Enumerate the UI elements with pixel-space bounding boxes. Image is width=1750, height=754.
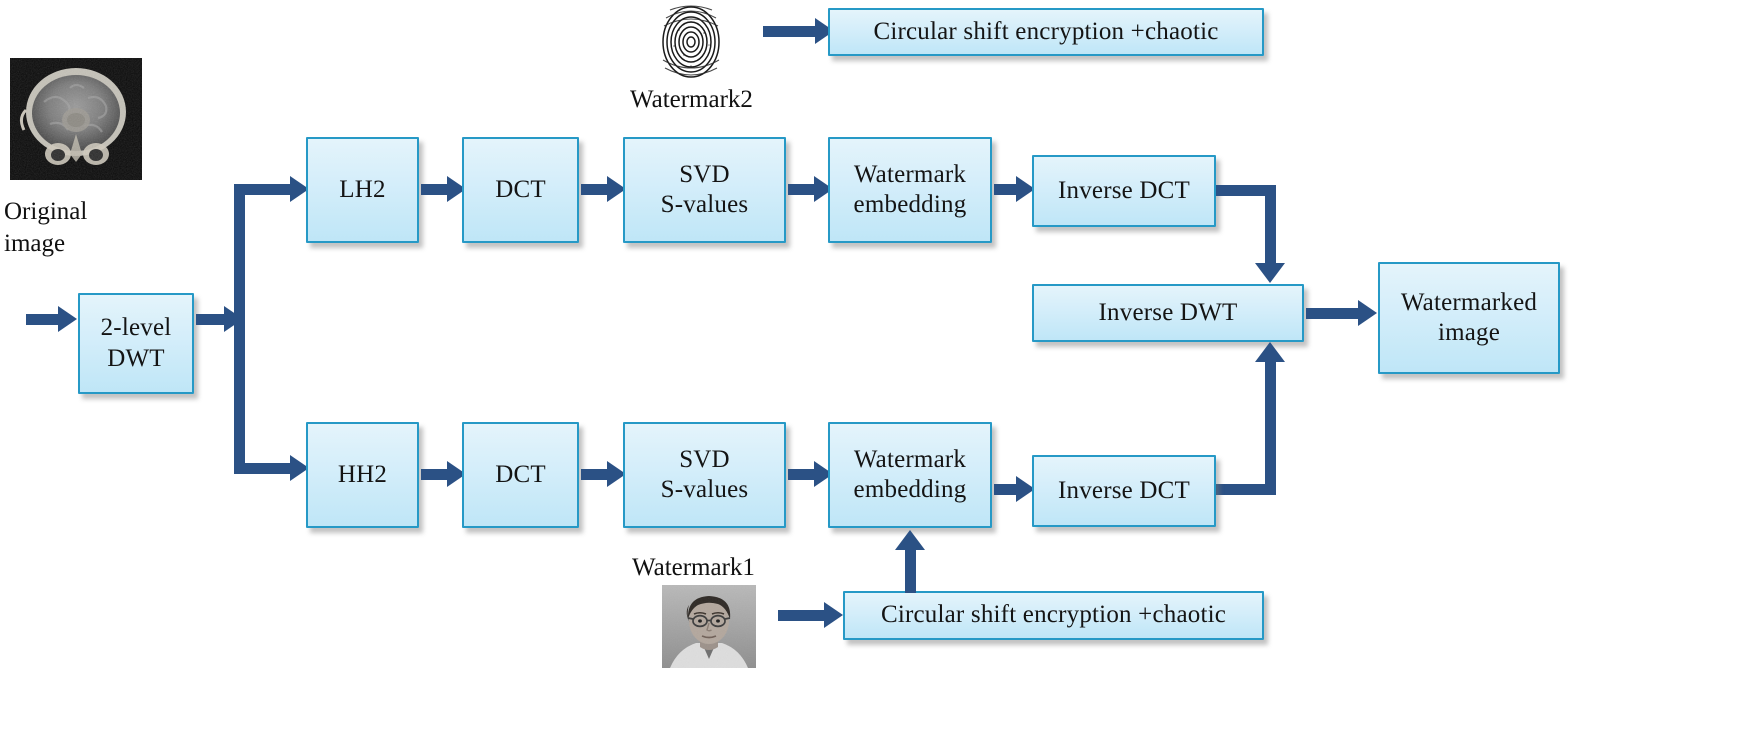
watermark2-caption: Watermark2 xyxy=(630,86,753,113)
connector-input-to-dwt xyxy=(26,314,58,325)
arrowhead-idwt-to-watermarked xyxy=(1358,300,1377,326)
arrowhead-watermark1-to-encrypt xyxy=(824,602,843,628)
svd-bottom-label-line2: S-values xyxy=(660,476,749,503)
original-mri-image xyxy=(10,58,142,180)
arrowhead-idct-top-to-idwt xyxy=(1255,263,1285,283)
face-photo-icon xyxy=(662,585,756,668)
connector-watermark2-to-encrypt xyxy=(763,26,815,37)
arrowhead-dct-to-svd-top xyxy=(607,176,626,202)
connector-svd-to-embed-top xyxy=(788,184,814,195)
connector-svd-to-embed-bottom xyxy=(788,469,814,480)
svd-top-label-line2: S-values xyxy=(660,191,749,218)
embed-top-label-line1: Watermark xyxy=(853,160,967,188)
lh2-label: LH2 xyxy=(339,175,386,203)
dct-top-label: DCT xyxy=(495,175,546,203)
embed-bottom-label-line2: embedding xyxy=(853,476,967,503)
arrowhead-lh2-to-dct xyxy=(447,176,466,202)
watermark2-fingerprint-image xyxy=(634,0,748,84)
idct-bottom-label: Inverse DCT xyxy=(1057,476,1191,504)
arrowhead-embed-to-idct-bottom xyxy=(1016,476,1035,502)
watermark1-caption: Watermark1 xyxy=(632,554,755,581)
connector-idct-bottom-up xyxy=(1265,360,1276,495)
arrowhead-split-to-hh2 xyxy=(290,455,309,481)
original-image-caption: Original image xyxy=(4,198,88,257)
connector-split-to-hh2 xyxy=(234,463,290,474)
dct-box-top[interactable]: DCT xyxy=(462,137,579,243)
connector-idct-top-down xyxy=(1265,185,1276,265)
dct-box-bottom[interactable]: DCT xyxy=(462,422,579,528)
connector-dwt-out xyxy=(196,314,224,325)
embed-box-bottom[interactable]: Watermark embedding xyxy=(828,422,992,528)
encrypt-box-bottom-label: Circular shift encryption +chaotic xyxy=(880,601,1227,629)
arrowhead-hh2-to-dct xyxy=(447,461,466,487)
embed-bottom-label-line1: Watermark xyxy=(853,445,967,473)
embed-box-top[interactable]: Watermark embedding xyxy=(828,137,992,243)
connector-embed-to-idct-bottom xyxy=(994,484,1016,495)
dwt-label-line1: 2-level xyxy=(100,314,172,341)
connector-dct-to-svd-bottom xyxy=(581,469,607,480)
svd-box-bottom[interactable]: SVD S-values xyxy=(623,422,786,528)
connector-embed-to-idct-top xyxy=(994,184,1016,195)
mri-brain-scan-icon xyxy=(10,58,142,180)
connector-split-to-lh2 xyxy=(234,184,290,195)
arrowhead-encrypt-bottom-to-embed xyxy=(895,530,925,550)
svd-top-label-line1: SVD xyxy=(679,160,730,188)
watermarked-label-line2: image xyxy=(1437,319,1501,346)
connector-hh2-to-dct xyxy=(421,469,447,480)
svd-bottom-label-line1: SVD xyxy=(679,445,730,473)
encrypt-box-top[interactable]: Circular shift encryption +chaotic xyxy=(828,8,1264,56)
encrypt-box-top-label: Circular shift encryption +chaotic xyxy=(873,17,1219,45)
watermark1-face-image xyxy=(662,585,756,668)
arrowhead-embed-to-idct-top xyxy=(1016,176,1035,202)
idwt-box[interactable]: Inverse DWT xyxy=(1032,284,1304,342)
connector-lh2-to-dct xyxy=(421,184,447,195)
idwt-label: Inverse DWT xyxy=(1098,298,1238,326)
connector-idwt-to-watermarked xyxy=(1306,308,1358,319)
lh2-box[interactable]: LH2 xyxy=(306,137,419,243)
svd-box-top[interactable]: SVD S-values xyxy=(623,137,786,243)
idct-top-label: Inverse DCT xyxy=(1057,176,1191,204)
connector-split-spine xyxy=(234,184,245,474)
connector-watermark1-to-encrypt xyxy=(778,610,824,621)
dwt-label-line2: DWT xyxy=(107,344,165,372)
hh2-box[interactable]: HH2 xyxy=(306,422,419,528)
hh2-label: HH2 xyxy=(337,460,388,488)
dct-bottom-label: DCT xyxy=(495,460,546,488)
embed-top-label-line2: embedding xyxy=(853,191,967,218)
arrowhead-idct-bottom-to-idwt xyxy=(1255,342,1285,362)
connector-idct-top-right xyxy=(1216,185,1276,196)
watermarked-image-box[interactable]: Watermarked image xyxy=(1378,262,1560,374)
fingerprint-icon xyxy=(634,0,748,84)
dwt-box[interactable]: 2-level DWT xyxy=(78,293,194,394)
connector-idct-bottom-right xyxy=(1216,484,1276,495)
arrowhead-dct-to-svd-bottom xyxy=(607,461,626,487)
encrypt-box-bottom[interactable]: Circular shift encryption +chaotic xyxy=(843,591,1264,640)
arrowhead-input-to-dwt xyxy=(58,306,77,332)
idct-box-top[interactable]: Inverse DCT xyxy=(1032,155,1216,227)
arrowhead-split-to-lh2 xyxy=(290,176,309,202)
connector-encrypt-bottom-up xyxy=(905,549,916,593)
watermarked-label-line1: Watermarked xyxy=(1400,288,1538,316)
connector-dct-to-svd-top xyxy=(581,184,607,195)
idct-box-bottom[interactable]: Inverse DCT xyxy=(1032,455,1216,527)
